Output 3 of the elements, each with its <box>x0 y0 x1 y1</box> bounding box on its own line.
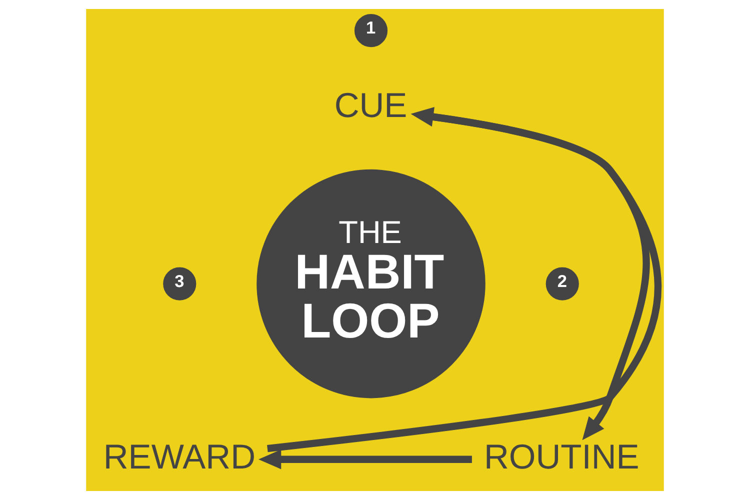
node-text: ROUTINE <box>484 438 640 476</box>
node-text: REWARD <box>103 438 256 476</box>
node-text: CUE <box>334 86 408 125</box>
